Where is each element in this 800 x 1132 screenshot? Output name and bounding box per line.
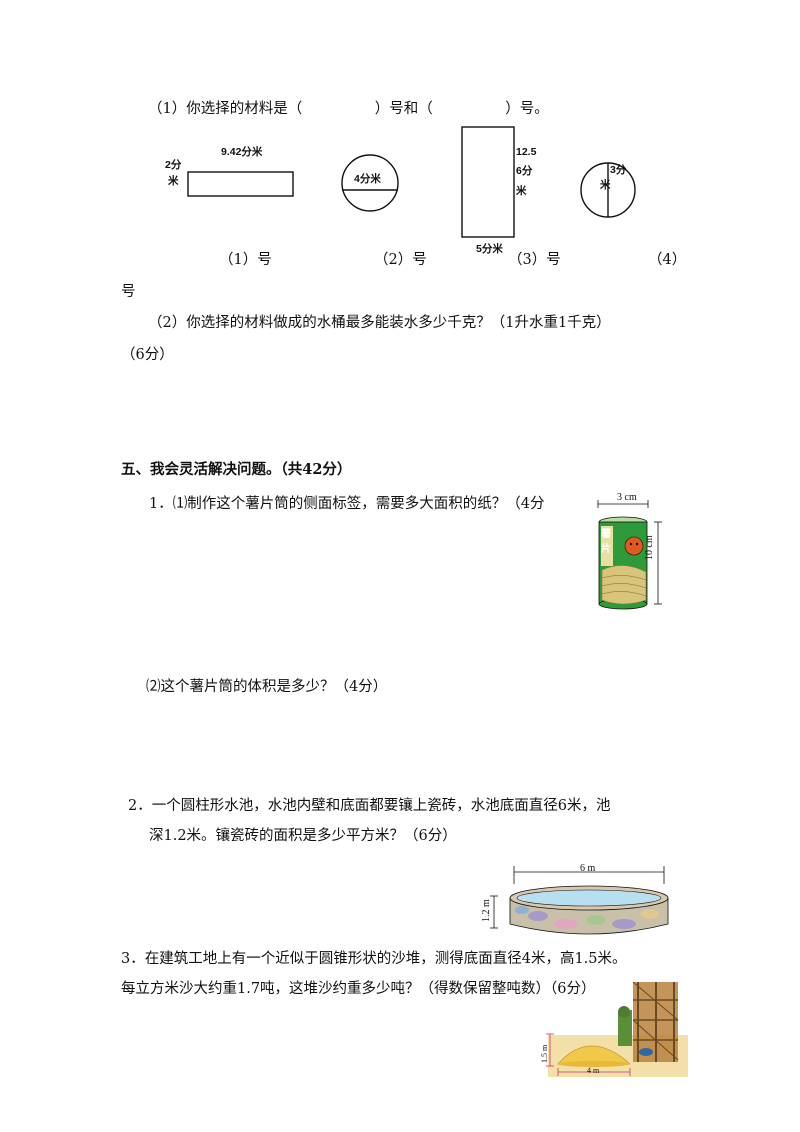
chips-width-label: 3 cm [617, 492, 637, 503]
shape2-circle [341, 154, 399, 212]
pool-depth-label: 1.2 m [481, 899, 492, 922]
problem-3-line1: 3．在建筑工地上有一个近似于圆锥形状的沙堆，测得底面直径4米，高1.5米。 [121, 951, 627, 967]
pool-diameter-label: 6 m [580, 863, 596, 874]
shape1-width-label: 9.42分米 [221, 146, 263, 158]
shape3-caption: （3）号 [508, 252, 561, 268]
problem-2-line2: 深1.2米。镶瓷砖的面积是多少平方米？（6分） [149, 828, 457, 844]
problem-3-line2: 每立方米沙大约重1.7吨，这堆沙约重多少吨？（得数保留整吨数）（6分） [121, 981, 596, 997]
question-4-1: （1）你选择的材料是（ ）号和（ ）号。 [148, 101, 549, 117]
pool-illustration [490, 866, 669, 935]
shape1-rectangle [187, 171, 294, 197]
chips-brand-2: 片 [601, 544, 611, 555]
section-5-heading: 五、我会灵活解决问题。（共42分） [121, 461, 352, 478]
shape3-height-label-1: 12.5 [516, 146, 537, 158]
shape4-radius-label-1: 3分 [610, 164, 627, 176]
shape3-rectangle [461, 126, 515, 238]
problem-1-question-2: ⑵这个薯片筒的体积是多少？（4分） [146, 679, 388, 695]
shape1-height-label-2: 米 [168, 175, 179, 187]
chips-height-label: 10 cm [644, 535, 655, 560]
question-4-2-line2: （6分） [121, 347, 174, 363]
problem-1-question-1: 1．⑴制作这个薯片筒的侧面标签，需要多大面积的纸？（4分 [149, 496, 545, 512]
shape2-diameter-label: 4分米 [354, 173, 381, 185]
chips-can-illustration [597, 500, 662, 610]
sand-diameter-label: 4 m [587, 1066, 600, 1075]
sand-height-label: 1.5 m [540, 1044, 549, 1063]
shape4-radius-label-2: 米 [600, 179, 611, 191]
shape3-height-label-2: 6分 [516, 165, 533, 177]
shape1-height-label-1: 2分 [165, 159, 182, 171]
shape-diagrams [187, 126, 636, 238]
shape3-width-label: 5分米 [476, 243, 503, 255]
shape4-caption-wrap: 号 [121, 284, 136, 300]
question-4-2-line1: （2）你选择的材料做成的水桶最多能装水多少千克？（1升水重1千克） [148, 315, 611, 331]
shape2-caption: （2）号 [374, 252, 427, 268]
chips-brand-1: 薯 [601, 529, 611, 540]
shape1-caption: （1）号 [219, 252, 272, 268]
shape3-height-label-3: 米 [516, 185, 527, 197]
shape4-caption: （4） [648, 252, 687, 268]
sand-pile-illustration [546, 981, 688, 1077]
problem-2-line1: 2．一个圆柱形水池，水池内壁和底面都要镶上瓷砖，水池底面直径6米，池 [128, 798, 611, 814]
